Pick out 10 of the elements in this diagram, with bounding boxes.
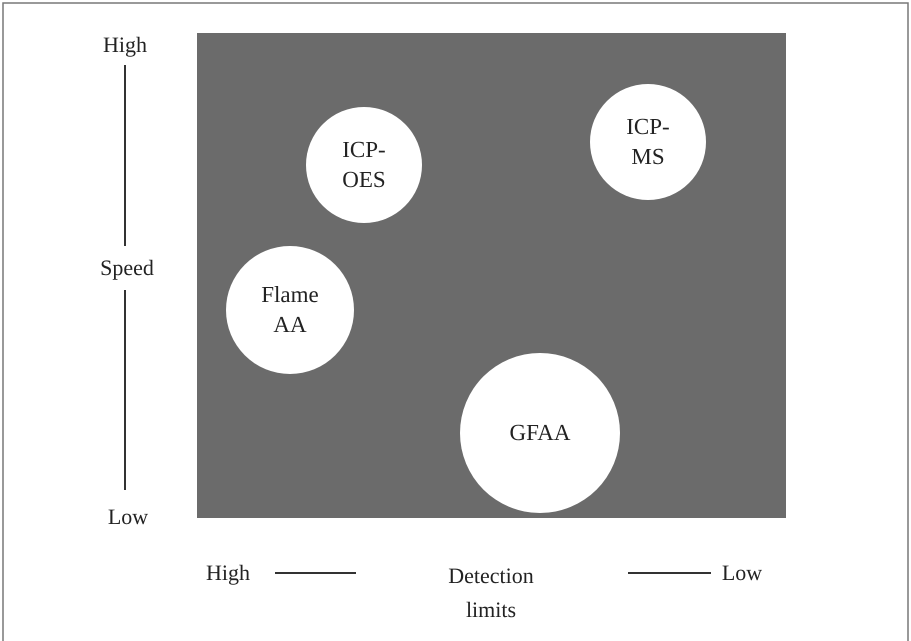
axis-label: Low bbox=[722, 560, 762, 586]
method-label: Flame AA bbox=[260, 281, 320, 339]
axis-label: High bbox=[103, 32, 147, 58]
method-label: ICP- MS bbox=[625, 113, 671, 171]
method-label: ICP- OES bbox=[341, 136, 387, 194]
method-label: GFAA bbox=[508, 419, 572, 448]
axis-label: Detection limits bbox=[447, 562, 535, 624]
axis-label: Low bbox=[108, 504, 148, 530]
axis-label: Speed bbox=[100, 255, 154, 281]
axis-label: High bbox=[206, 560, 250, 586]
